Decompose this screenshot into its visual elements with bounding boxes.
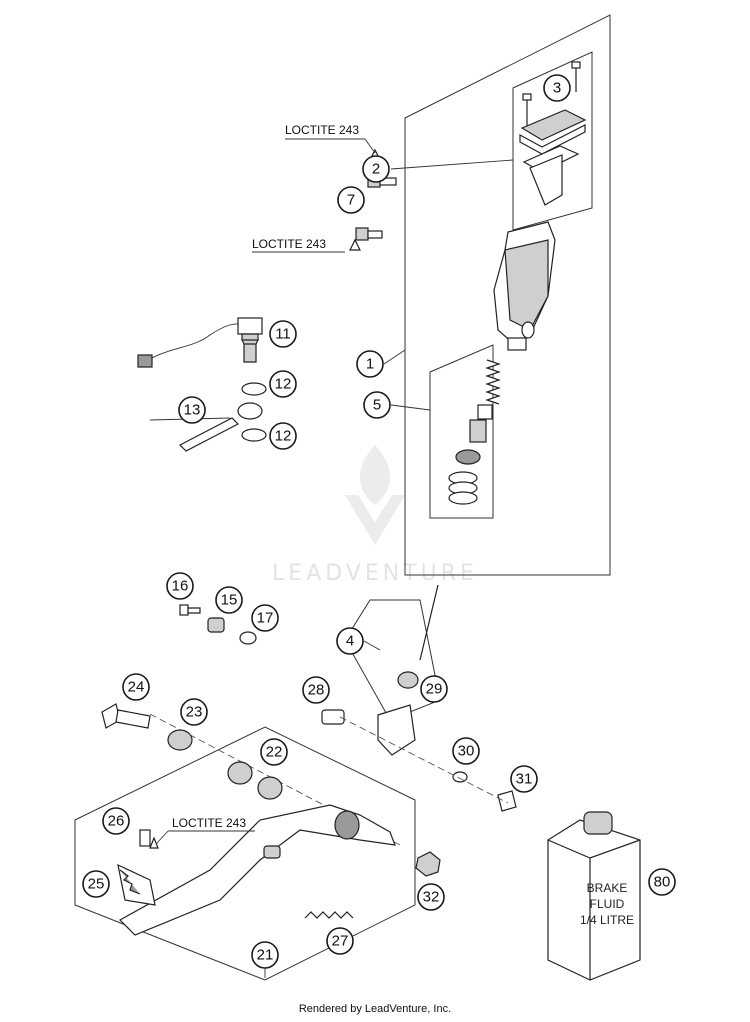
callout-4: 4 bbox=[336, 627, 364, 655]
callout-80: 80 bbox=[648, 868, 676, 896]
callout-30: 30 bbox=[452, 737, 480, 765]
loctite-note-pedal: LOCTITE 243 bbox=[172, 816, 246, 830]
pedal-tip-bolt-26 bbox=[139, 829, 159, 849]
callout-29: 29 bbox=[420, 675, 448, 703]
callout-80-label: 80 bbox=[654, 874, 671, 891]
callout-12-upper: 12 bbox=[269, 370, 297, 398]
can-label-line-1: BRAKE bbox=[587, 881, 628, 895]
callout-31-label: 31 bbox=[516, 771, 533, 788]
footer-credit: Rendered by LeadVenture, Inc. bbox=[298, 1003, 452, 1015]
callout-21: 21 bbox=[251, 941, 279, 969]
brake-pedal-panel bbox=[74, 726, 416, 981]
loctite-note-top: LOCTITE 243 bbox=[285, 123, 359, 137]
callout-32: 32 bbox=[417, 883, 445, 911]
callout-27-label: 27 bbox=[332, 933, 349, 950]
leader-lines bbox=[156, 138, 514, 978]
reservoir-panel bbox=[512, 51, 593, 231]
piston-kit bbox=[448, 359, 501, 505]
pedal-bolt-24 bbox=[101, 703, 151, 729]
callout-12-upper-label: 12 bbox=[275, 376, 292, 393]
can-label-line-3: 1/4 LITRE bbox=[580, 913, 634, 927]
callout-24: 24 bbox=[122, 673, 150, 701]
watermark-text: LEADVENTURE bbox=[272, 561, 478, 586]
callout-31: 31 bbox=[510, 765, 538, 793]
callout-29-label: 29 bbox=[426, 681, 443, 698]
callout-23-label: 23 bbox=[186, 704, 203, 721]
callout-15: 15 bbox=[215, 586, 243, 614]
callout-16-label: 16 bbox=[172, 578, 189, 595]
pivot-fasteners bbox=[179, 604, 257, 645]
callout-13-label: 13 bbox=[184, 402, 201, 419]
callout-24-label: 24 bbox=[128, 679, 145, 696]
callout-3-label: 3 bbox=[553, 80, 561, 97]
callout-27: 27 bbox=[326, 927, 354, 955]
callout-26: 26 bbox=[102, 807, 130, 835]
brake-pedal-21 bbox=[119, 804, 396, 936]
callout-17-label: 17 bbox=[257, 610, 274, 627]
callout-5-label: 5 bbox=[373, 397, 381, 414]
callout-25-label: 25 bbox=[88, 876, 105, 893]
pedal-tip-25 bbox=[117, 863, 156, 906]
callout-17: 17 bbox=[251, 604, 279, 632]
callout-2: 2 bbox=[362, 155, 390, 183]
callout-3: 3 bbox=[543, 74, 571, 102]
callout-7-label: 7 bbox=[347, 192, 355, 209]
brake-fluid-can: BRAKE FLUID 1/4 LITRE bbox=[547, 811, 641, 981]
bushings-22 bbox=[227, 761, 283, 800]
callout-11: 11 bbox=[269, 320, 297, 348]
callout-23: 23 bbox=[180, 698, 208, 726]
return-spring-27 bbox=[304, 911, 354, 919]
callout-5: 5 bbox=[363, 391, 391, 419]
master-cylinder-panel bbox=[404, 14, 611, 576]
watermark: LEADVENTURE bbox=[272, 445, 478, 586]
callout-28: 28 bbox=[302, 676, 330, 704]
callout-1: 1 bbox=[356, 350, 384, 378]
callout-28-label: 28 bbox=[308, 682, 325, 699]
washer-23 bbox=[167, 729, 193, 751]
brake-light-switch bbox=[137, 317, 263, 368]
callout-13: 13 bbox=[178, 396, 206, 424]
reservoir-cap-assembly bbox=[519, 61, 587, 206]
callout-2-label: 2 bbox=[372, 161, 380, 178]
watermark-flame-icon bbox=[359, 445, 391, 505]
callout-12-lower: 12 bbox=[269, 422, 297, 450]
callout-15-label: 15 bbox=[221, 592, 238, 609]
callout-4-label: 4 bbox=[346, 633, 354, 650]
callout-21-label: 21 bbox=[257, 947, 274, 964]
callout-30-label: 30 bbox=[458, 743, 475, 760]
banjo-line bbox=[149, 382, 267, 452]
can-label-line-2: FLUID bbox=[590, 897, 625, 911]
piston-kit-panel bbox=[429, 344, 494, 519]
callout-22-label: 22 bbox=[266, 744, 283, 761]
clevis-assembly bbox=[321, 704, 517, 812]
callout-25: 25 bbox=[82, 870, 110, 898]
callout-16: 16 bbox=[166, 572, 194, 600]
callout-7: 7 bbox=[337, 186, 365, 214]
callout-11-label: 11 bbox=[275, 326, 291, 343]
callout-12-lower-label: 12 bbox=[275, 428, 292, 445]
callout-26-label: 26 bbox=[108, 813, 125, 830]
master-cylinder-body bbox=[493, 221, 556, 351]
callout-1-label: 1 bbox=[366, 356, 374, 373]
callout-22: 22 bbox=[260, 738, 288, 766]
loctite-note-middle: LOCTITE 243 bbox=[252, 237, 326, 251]
watermark-v-icon bbox=[345, 495, 405, 545]
nut-32 bbox=[415, 851, 441, 877]
callout-32-label: 32 bbox=[423, 889, 440, 906]
